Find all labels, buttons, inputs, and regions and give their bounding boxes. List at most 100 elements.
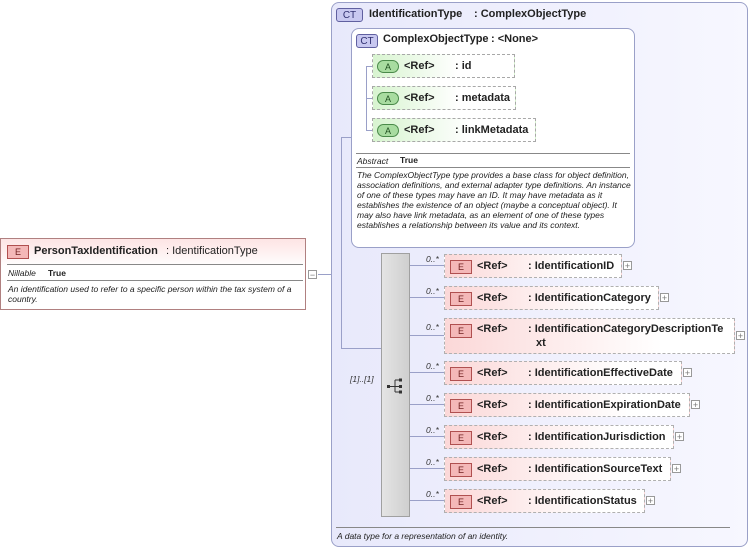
element-occurrence: 0..*: [426, 457, 439, 467]
attribute-badge-icon: A: [377, 60, 399, 73]
root-collapse-toggle[interactable]: −: [308, 270, 317, 280]
attribute-ref: <Ref>: [404, 124, 435, 136]
element-name: : IdentificationEffectiveDate: [528, 367, 673, 379]
expand-toggle[interactable]: +: [675, 432, 684, 442]
element-badge-icon: E: [450, 463, 472, 477]
element-identification-id[interactable]: E <Ref> : IdentificationID: [444, 254, 622, 278]
element-badge-icon: E: [450, 495, 472, 509]
expand-toggle[interactable]: +: [646, 496, 655, 506]
element-badge-icon: E: [450, 399, 472, 413]
element-ref: <Ref>: [477, 495, 508, 507]
element-name-continued: xt: [536, 337, 546, 349]
element-occurrence: 0..*: [426, 361, 439, 371]
complex-type-badge-icon: CT: [356, 34, 378, 48]
outer-type-base: : ComplexObjectType: [474, 8, 587, 20]
element-identification-expiration-date[interactable]: E <Ref> : IdentificationExpirationDate: [444, 393, 690, 417]
element-identification-category-description-text[interactable]: E <Ref> : IdentificationCategoryDescript…: [444, 318, 735, 354]
root-description: An identification used to refer to a spe…: [8, 284, 292, 304]
outer-type-name: IdentificationType: [369, 8, 463, 20]
element-identification-effective-date[interactable]: E <Ref> : IdentificationEffectiveDate: [444, 361, 682, 385]
attribute-metadata[interactable]: A <Ref> : metadata: [372, 86, 516, 110]
root-separator: [7, 264, 303, 265]
sequence-icon: [387, 378, 402, 394]
outer-separator: [336, 527, 730, 528]
attribute-link-metadata[interactable]: A <Ref> : linkMetadata: [372, 118, 536, 142]
element-badge-icon: E: [7, 245, 29, 259]
element-occurrence: 0..*: [426, 322, 439, 332]
element-occurrence: 0..*: [426, 489, 439, 499]
attribute-badge-icon: A: [377, 92, 399, 105]
element-name: : IdentificationStatus: [528, 495, 637, 507]
inner-type-base: : <None>: [491, 33, 539, 45]
inner-separator-2: [356, 167, 630, 168]
nillable-label: Nillable: [8, 268, 36, 278]
root-element-name: PersonTaxIdentification: [34, 245, 158, 257]
inner-type-name: ComplexObjectType: [383, 33, 489, 45]
element-occurrence: 0..*: [426, 286, 439, 296]
element-badge-icon: E: [450, 431, 472, 445]
element-occurrence: 0..*: [426, 393, 439, 403]
expand-toggle[interactable]: +: [691, 400, 700, 410]
nillable-value: True: [48, 268, 66, 278]
connector-to-inner: [341, 137, 351, 138]
inner-description: The ComplexObjectType type provides a ba…: [357, 170, 631, 230]
element-badge-icon: E: [450, 260, 472, 274]
connector-attr-1: [366, 66, 372, 67]
connector-elem-1: [410, 265, 444, 266]
element-ref: <Ref>: [477, 463, 508, 475]
expand-toggle[interactable]: +: [736, 331, 745, 341]
element-name: : IdentificationCategory: [528, 292, 651, 304]
element-ref: <Ref>: [477, 260, 508, 272]
element-badge-icon: E: [450, 367, 472, 381]
connector-elem-3: [410, 335, 444, 336]
element-identification-jurisdiction[interactable]: E <Ref> : IdentificationJurisdiction: [444, 425, 674, 449]
expand-toggle[interactable]: +: [623, 261, 632, 271]
sequence-occurrence: [1]..[1]: [350, 374, 374, 384]
element-name: : IdentificationID: [528, 260, 615, 272]
expand-toggle[interactable]: +: [660, 293, 669, 303]
root-separator-2: [7, 280, 303, 281]
connector-elem-6: [410, 436, 444, 437]
root-element-box[interactable]: E PersonTaxIdentification : Identificati…: [0, 238, 306, 310]
element-occurrence: 0..*: [426, 254, 439, 264]
complex-type-badge-icon: CT: [336, 8, 363, 22]
expand-toggle[interactable]: +: [683, 368, 692, 378]
element-badge-icon: E: [450, 292, 472, 306]
attribute-name: : linkMetadata: [455, 124, 529, 136]
connector-inner-vertical: [341, 137, 342, 348]
abstract-label: Abstract: [357, 156, 389, 166]
element-identification-category[interactable]: E <Ref> : IdentificationCategory: [444, 286, 659, 310]
attribute-id[interactable]: A <Ref> : id: [372, 54, 515, 78]
connector-elem-8: [410, 500, 444, 501]
element-name: : IdentificationSourceText: [528, 463, 663, 475]
expand-toggle[interactable]: +: [672, 464, 681, 474]
attribute-ref: <Ref>: [404, 92, 435, 104]
element-name: : IdentificationJurisdiction: [528, 431, 666, 443]
element-badge-icon: E: [450, 324, 472, 338]
connector-elem-5: [410, 404, 444, 405]
inner-separator: [356, 153, 630, 154]
element-name: : IdentificationExpirationDate: [528, 399, 681, 411]
attribute-ref: <Ref>: [404, 60, 435, 72]
root-element-type: : IdentificationType: [166, 245, 258, 257]
attribute-name: : metadata: [455, 92, 511, 104]
element-occurrence: 0..*: [426, 425, 439, 435]
connector-attr-2: [366, 98, 372, 99]
element-identification-source-text[interactable]: E <Ref> : IdentificationSourceText: [444, 457, 671, 481]
connector-root: [318, 274, 342, 275]
connector-elem-4: [410, 372, 444, 373]
connector-elem-7: [410, 468, 444, 469]
element-ref: <Ref>: [477, 323, 508, 335]
element-identification-status[interactable]: E <Ref> : IdentificationStatus: [444, 489, 645, 513]
element-ref: <Ref>: [477, 367, 508, 379]
attribute-name: : id: [455, 60, 472, 72]
connector-to-sequence: [341, 348, 381, 349]
element-ref: <Ref>: [477, 431, 508, 443]
connector-attr-3: [366, 130, 372, 131]
element-ref: <Ref>: [477, 292, 508, 304]
attribute-badge-icon: A: [377, 124, 399, 137]
element-name: : IdentificationCategoryDescriptionTe: [528, 323, 724, 335]
element-ref: <Ref>: [477, 399, 508, 411]
sequence-compositor[interactable]: [381, 253, 410, 517]
connector-elem-2: [410, 297, 444, 298]
